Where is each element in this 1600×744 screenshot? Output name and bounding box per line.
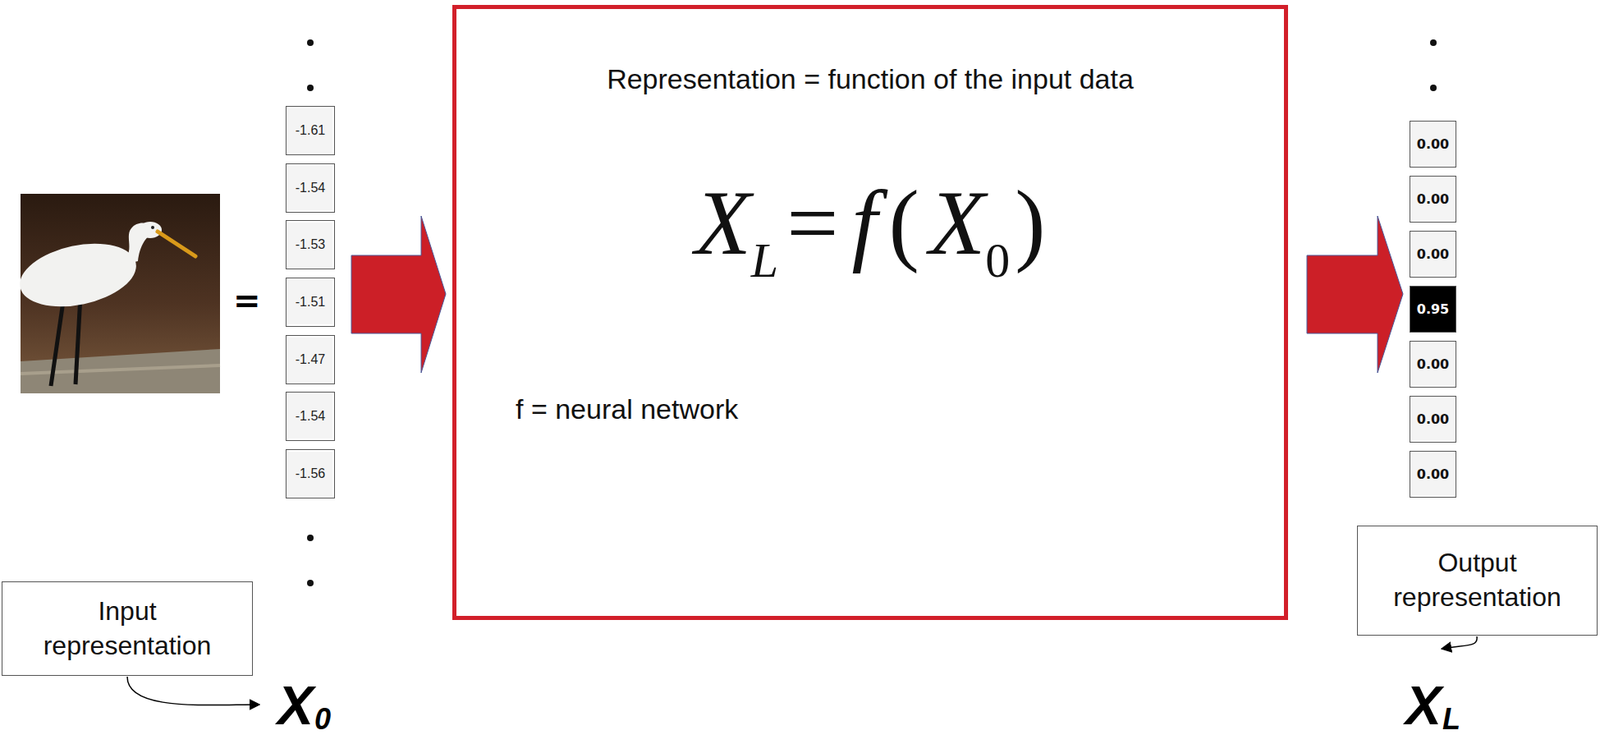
vector-cell: -1.54 — [285, 163, 335, 213]
vector-cell: -1.61 — [285, 105, 335, 156]
vector-cell: -1.53 — [285, 220, 335, 270]
subscript-label: L — [1442, 704, 1461, 734]
cell-value: -1.56 — [295, 466, 326, 482]
equals-sign: = — [233, 284, 262, 317]
symbol-label: X — [277, 678, 314, 733]
equation-part: X — [694, 169, 751, 276]
block-arrow — [1306, 215, 1403, 373]
vector-cell: 0.00 — [1409, 230, 1457, 278]
equation-part: L — [751, 232, 779, 289]
egret-photo — [13, 193, 221, 394]
callout-text: Input representation — [10, 594, 244, 663]
symbol-label: X — [1405, 678, 1442, 733]
cell-value: -1.53 — [295, 237, 326, 253]
callout-box: Output representation — [1357, 525, 1598, 636]
ellipsis-dots — [307, 39, 1437, 587]
vector-cell: -1.56 — [285, 449, 335, 499]
cell-value: 0.00 — [1416, 356, 1449, 372]
vector-cell: 0.00 — [1409, 340, 1457, 388]
cell-value: 0.00 — [1416, 191, 1449, 207]
equation: XL=f(X0) — [456, 169, 1284, 276]
cell-value: -1.51 — [295, 294, 326, 310]
callout-box: Input representation — [1, 581, 253, 676]
heading: Representation = function of the input d… — [456, 63, 1284, 96]
cell-value: -1.47 — [295, 352, 326, 367]
equation-part: ) — [1014, 169, 1046, 276]
cell-value: 0.00 — [1416, 136, 1449, 152]
cell-value: 0.00 — [1416, 466, 1449, 482]
equation-part: 0 — [985, 232, 1010, 289]
equation-part: f — [851, 169, 877, 276]
cell-value: -1.54 — [295, 408, 326, 424]
cell-value: -1.54 — [295, 180, 326, 196]
vector-cell: -1.51 — [285, 277, 335, 327]
vector-cell: 0.00 — [1409, 120, 1457, 168]
leader-arrow — [127, 676, 260, 706]
cell-value: 0.00 — [1416, 411, 1449, 427]
equation-part: X — [929, 169, 986, 276]
leader-arrow — [1441, 636, 1477, 649]
vector-cell: -1.54 — [285, 391, 335, 441]
vector-cell: 0.00 — [1409, 450, 1457, 498]
vector-cell: 0.95 — [1409, 285, 1457, 333]
equation-part: ( — [889, 169, 920, 276]
vector-cell: 0.00 — [1409, 395, 1457, 443]
cell-value: -1.61 — [295, 123, 326, 138]
cell-value: 0.95 — [1416, 301, 1449, 317]
vector-cell: -1.47 — [285, 334, 335, 385]
equation-part: = — [786, 169, 839, 276]
subscript-label: 0 — [314, 704, 331, 734]
vector-cell: 0.00 — [1409, 175, 1457, 223]
callout-text: Output representation — [1366, 545, 1589, 615]
note-text: f = neural network — [515, 393, 739, 426]
network-box: Representation = function of the input d… — [452, 4, 1289, 620]
block-arrow — [351, 215, 446, 373]
cell-value: 0.00 — [1416, 246, 1449, 262]
